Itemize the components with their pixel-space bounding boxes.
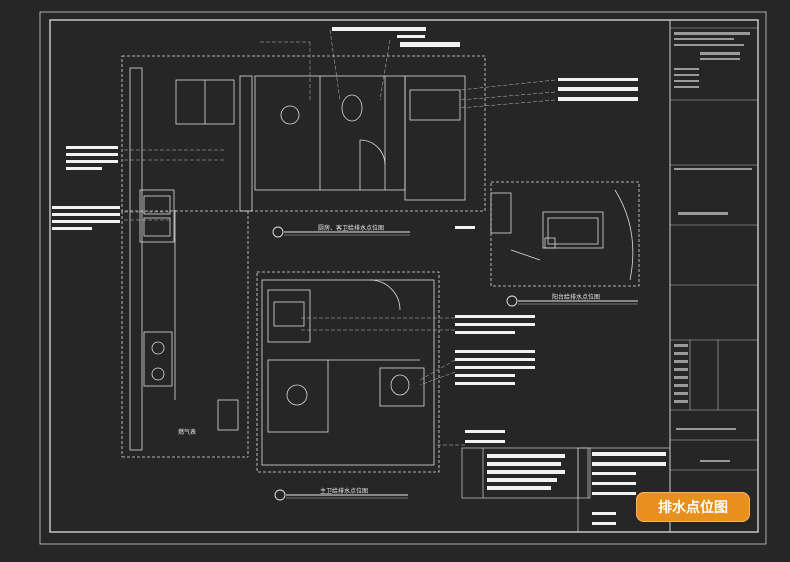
annotation-bars — [52, 27, 638, 443]
kitchen-bath-plan — [121, 55, 486, 458]
master-bath-plan-title: 主卫给排水点位图 — [274, 487, 408, 501]
title-block-text-bars — [674, 32, 752, 462]
sheet-frame — [39, 11, 767, 545]
notes-table-text — [487, 452, 666, 525]
kitchen-plan-label: 厨房、客卫给排水点位图 — [318, 224, 384, 232]
title-block — [670, 27, 758, 471]
master-bath-plan — [256, 271, 440, 473]
balcony-plan-label: 阳台给排水点位图 — [552, 293, 600, 301]
leader-lines — [124, 29, 556, 446]
balcony-plan — [490, 181, 640, 287]
notes-table — [461, 447, 671, 533]
kitchen-plan-title: 厨房、客卫给排水点位图 — [272, 224, 410, 238]
master-bath-plan-label: 主卫给排水点位图 — [320, 487, 368, 495]
drainage-points-badge: 排水点位图 — [636, 492, 750, 522]
balcony-plan-title: 阳台给排水点位图 — [506, 293, 638, 307]
gas-meter-label: 燃气表 — [178, 428, 196, 436]
